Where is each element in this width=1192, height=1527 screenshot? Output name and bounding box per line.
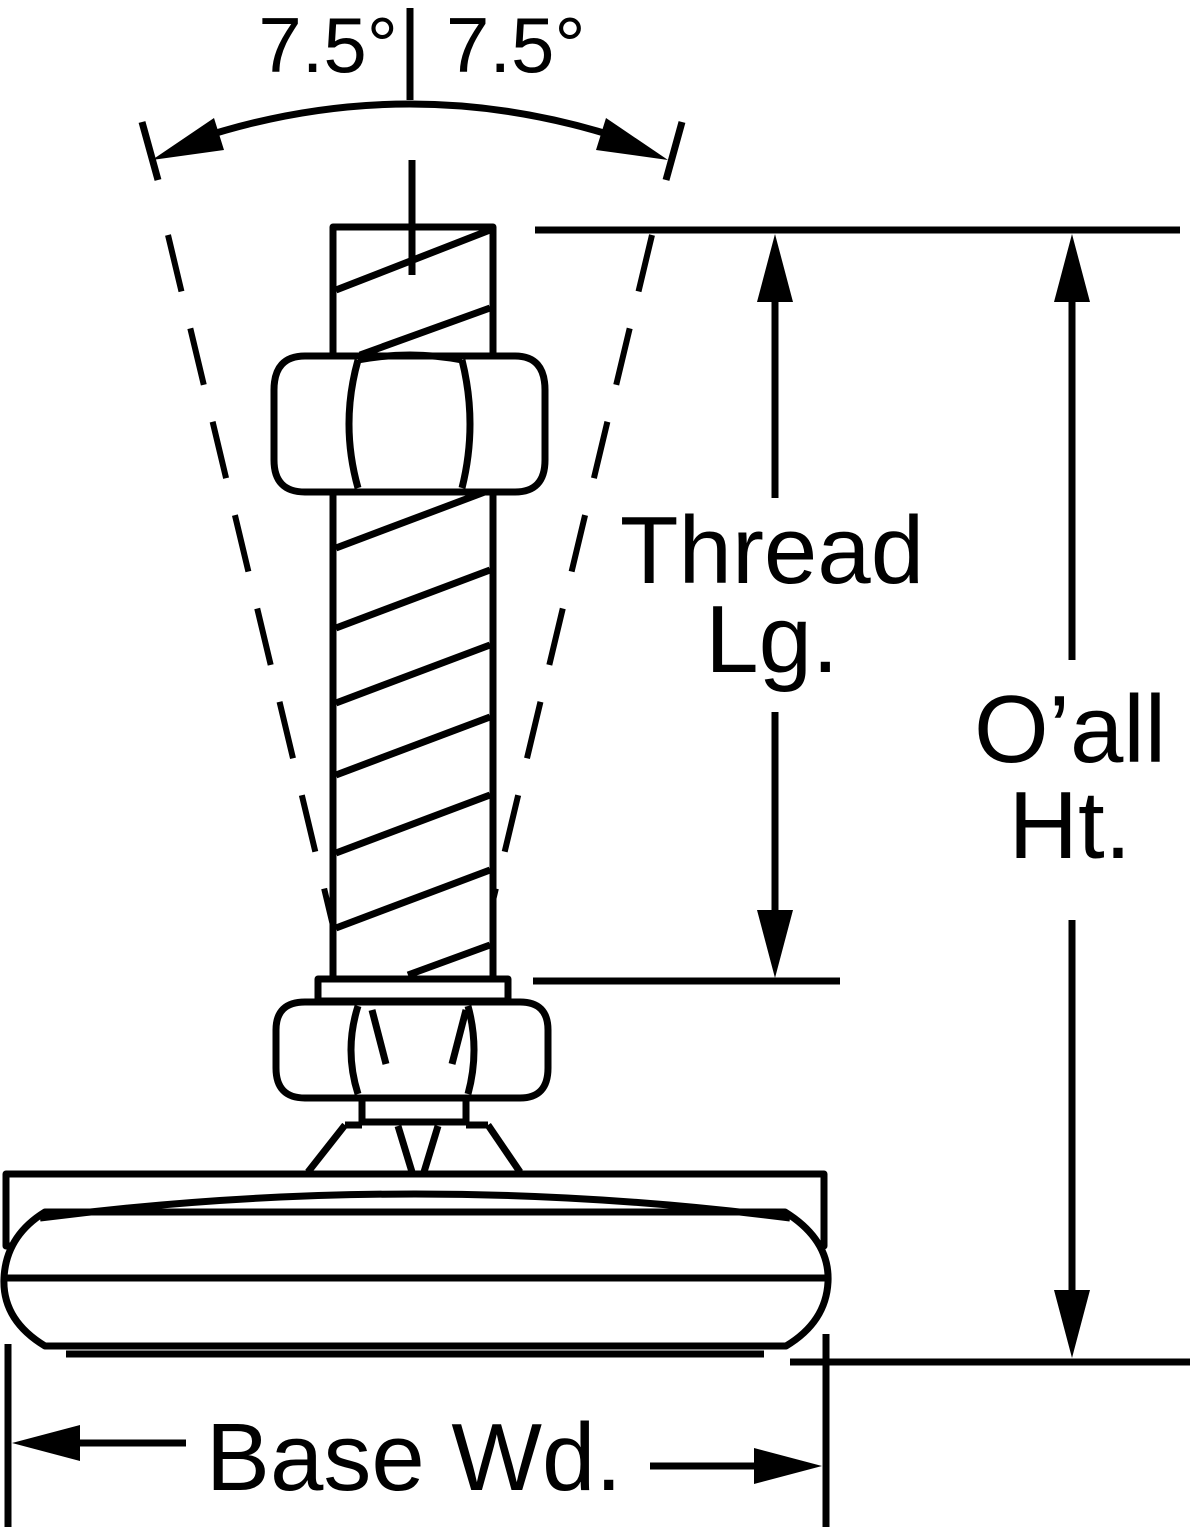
angle-arrow-right: [596, 118, 668, 160]
angle-label-left: 7.5°: [258, 1, 398, 89]
stud-threads: [334, 226, 492, 979]
angle-arrow-left: [152, 118, 224, 160]
angle-arc: [198, 100, 622, 142]
angle-label-right: 7.5°: [446, 1, 586, 89]
overall-arrow-up: [1054, 234, 1090, 302]
lower-nut-outline: [272, 998, 552, 1102]
threaded-stud: [329, 160, 497, 983]
washer: [314, 975, 512, 1005]
thread-arrow-up: [757, 234, 793, 302]
upper-nut-outline: [270, 352, 549, 496]
angle-extension-left: [138, 121, 162, 181]
angle-extension-right: [662, 121, 686, 181]
stud-body: [329, 223, 497, 983]
base-arrow-left: [12, 1425, 80, 1461]
upper-hex-nut: [270, 351, 549, 496]
ball-joint: [305, 1098, 523, 1175]
base-pad: [0, 1170, 832, 1358]
overall-height-label-line2: Ht.: [1009, 772, 1132, 879]
tilt-line-left: [165, 234, 343, 956]
tilt-line-right: [477, 234, 655, 956]
base-arrow-right: [754, 1448, 822, 1484]
tilt-range-lines: [165, 234, 655, 956]
thread-length-dimension: Thread Lg.: [533, 226, 1180, 985]
angle-dimension: 7.5° 7.5°: [138, 1, 686, 181]
base-dome-curve: [39, 1190, 791, 1222]
base-width-label: Base Wd.: [206, 1404, 622, 1511]
base-width-dimension: Base Wd.: [4, 1334, 830, 1527]
thread-length-label-line2: Lg.: [705, 586, 838, 693]
thread-arrow-down: [757, 910, 793, 978]
overall-height-label-line1: O’all: [974, 676, 1166, 783]
thread-length-label-line1: Thread: [620, 497, 924, 604]
overall-height-dimension: O’all Ht.: [790, 234, 1190, 1366]
overall-arrow-down: [1054, 1290, 1090, 1358]
lower-hex-nut: [272, 998, 552, 1102]
